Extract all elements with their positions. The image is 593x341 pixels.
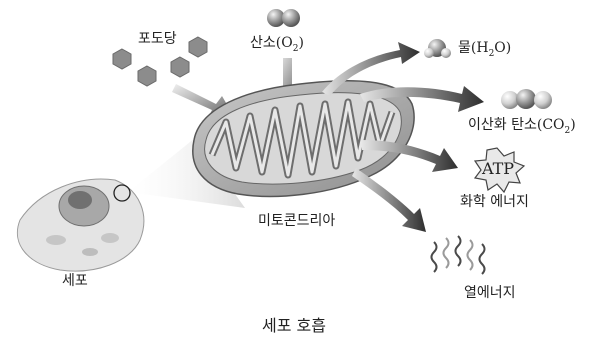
heat-wave <box>480 244 485 274</box>
co2-text: 이산화 탄소 <box>468 117 537 133</box>
co2-label: 이산화 탄소(CO2) <box>468 118 576 136</box>
heat-wave <box>456 236 461 266</box>
glucose-label: 포도당 <box>138 32 177 46</box>
glucose-hexagon <box>138 66 156 86</box>
heat-wave <box>444 238 449 268</box>
water-molecule <box>424 39 451 58</box>
heat-wave <box>432 242 437 272</box>
water-formula: (H2O) <box>471 40 511 56</box>
heat-energy-label: 열에너지 <box>464 286 516 300</box>
cell-illustration <box>17 179 143 271</box>
heat-squiggles <box>432 236 485 274</box>
oxygen-label: 산소(O2) <box>250 36 304 54</box>
mitochondria-label: 미토콘드리아 <box>258 214 335 228</box>
water-text: 물 <box>458 40 471 56</box>
heat-wave <box>468 240 473 270</box>
heat-output-arrow <box>352 168 426 232</box>
oxygen-molecule <box>267 9 300 27</box>
chemical-energy-label: 화학 에너지 <box>460 195 529 209</box>
cell-label: 세포 <box>62 274 88 288</box>
glucose-hexagon <box>189 37 207 57</box>
atp-badge-text: ATP <box>481 159 514 178</box>
glucose-hexagon <box>113 49 131 69</box>
diagram-caption: 세포 호흡 <box>262 318 326 334</box>
co2-formula: (CO2) <box>537 117 576 133</box>
oxygen-text: 산소 <box>250 35 276 51</box>
glucose-hexagon <box>171 57 189 77</box>
water-label: 물(H2O) <box>458 41 511 59</box>
atp-badge: ATP <box>475 148 524 192</box>
oxygen-formula: (O2) <box>276 35 304 51</box>
co2-molecule <box>501 89 552 109</box>
